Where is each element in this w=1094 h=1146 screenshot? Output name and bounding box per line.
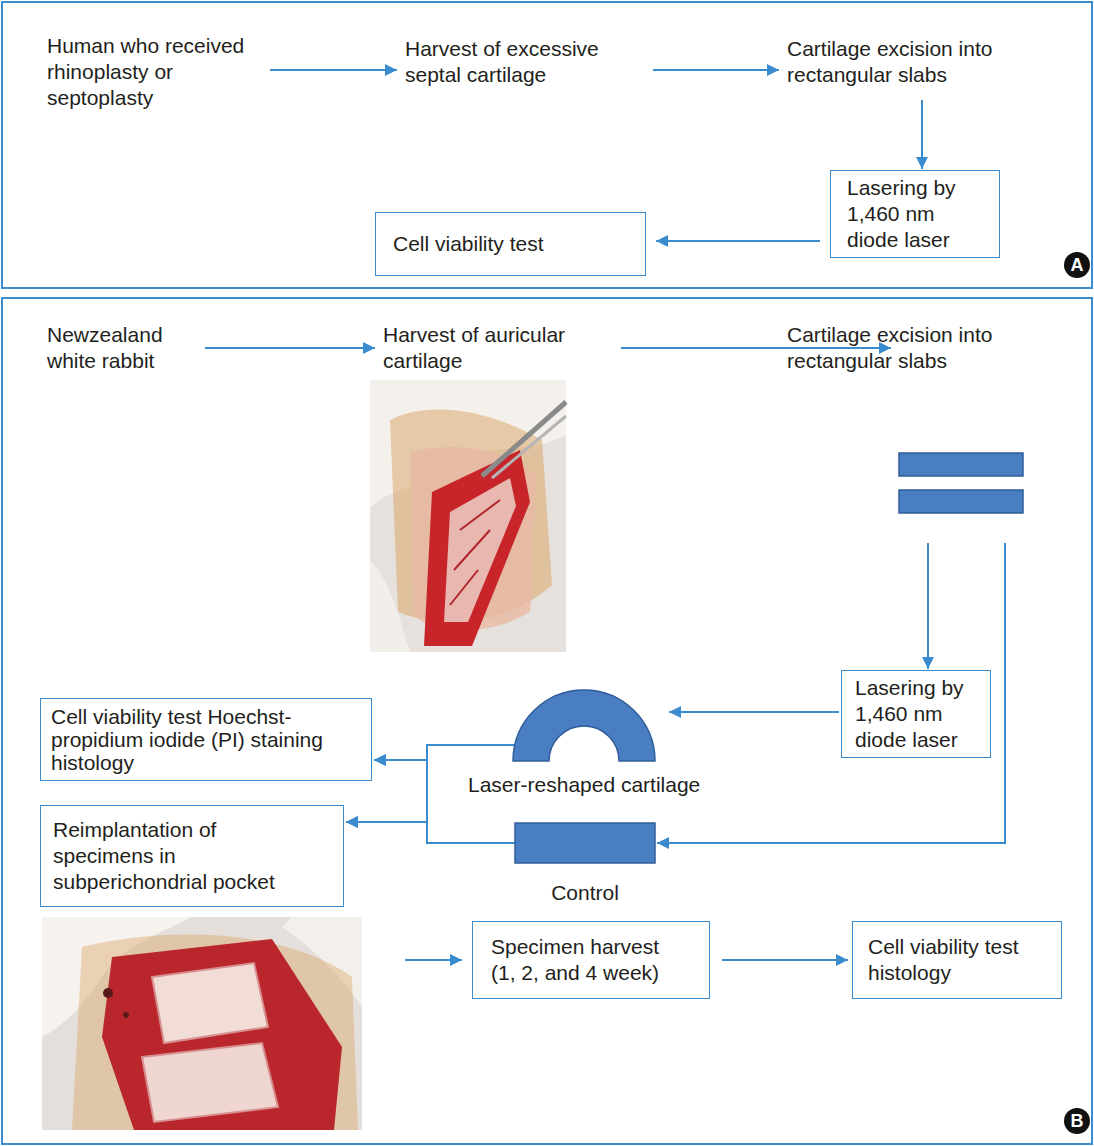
arrow-connector [657, 543, 1005, 843]
reshaped-cartilage: Laser-reshaped cartilage [468, 688, 700, 798]
arrow-connector [346, 822, 515, 843]
process-box: Specimen harvest (1, 2, and 4 week) [472, 921, 710, 999]
arrow-connector [621, 347, 891, 349]
arrow-connector [656, 240, 820, 242]
forceps [482, 402, 566, 476]
photo-ground [42, 917, 362, 1130]
node-text: Lasering by 1,460 nm diode laser [855, 675, 977, 753]
node-text: Laser-reshaped cartilage [468, 772, 700, 798]
process-box: Cell viability test [375, 212, 646, 276]
arrow-connector [270, 69, 397, 71]
arch-figure [512, 688, 656, 762]
process-box: Reimplantation of specimens in subperich… [40, 805, 344, 907]
slabs-shape [899, 453, 1023, 513]
node-text: Reimplantation of specimens in subperich… [53, 817, 293, 895]
panel-letter: A [1064, 252, 1090, 278]
arrow-connector [374, 760, 515, 843]
slab-figure [514, 822, 656, 864]
node-text: Specimen harvest (1, 2, and 4 week) [491, 934, 677, 986]
suture-mark [123, 1012, 129, 1018]
node-text: Human who received rhinoplasty or septop… [47, 33, 262, 111]
step-text: Cartilage excision into rectangular slab… [787, 322, 1027, 514]
node-text: Cartilage excision into rectangular slab… [787, 36, 1027, 88]
node-text: Cell viability test histology [868, 934, 1046, 986]
panel-frame: B Newzealand white rabbit Harvest of auric… [1, 297, 1093, 1145]
control-cartilage: Control [500, 822, 670, 906]
forceps [492, 416, 566, 478]
node-text: Control [500, 880, 670, 906]
slab-shape [899, 453, 1023, 476]
open-pocket [102, 939, 342, 1130]
arrow-connector [669, 711, 839, 713]
arrow-connector [205, 347, 375, 349]
arrow-connector [722, 959, 848, 961]
process-box: Cell viability test Hoechst-propidium io… [40, 698, 372, 781]
implanted-slab [142, 1043, 278, 1122]
suture-mark [103, 988, 113, 998]
node-text: Cell viability test Hoechst-propidium io… [51, 705, 361, 774]
ear-harvest-photo [370, 380, 566, 652]
node-text: Harvest of excessive septal cartilage [405, 36, 645, 88]
arch-shape [513, 690, 655, 761]
slabs-figure [898, 452, 1024, 514]
arrow-connector [374, 745, 515, 760]
blood-streak [450, 500, 500, 605]
step-text: Human who received rhinoplasty or septop… [47, 33, 262, 111]
step-text: Harvest of excessive septal cartilage [405, 36, 645, 88]
implanted-slab [152, 963, 268, 1043]
slab-shape [899, 490, 1023, 513]
arrow-connector [927, 543, 929, 669]
arrow-connector [653, 69, 779, 71]
step-text: Harvest of auricular cartilage [383, 322, 613, 374]
arrow-connector [921, 100, 923, 169]
panel-frame: A Human who received rhinoplasty or septo… [1, 1, 1093, 289]
step-text: Newzealand white rabbit [47, 322, 197, 374]
reimplant-photo [42, 917, 362, 1130]
photo-ground [370, 380, 566, 652]
node-text: Cell viability test [393, 231, 628, 257]
process-box: Lasering by 1,460 nm diode laser [830, 170, 1000, 258]
photo-arrow [405, 959, 462, 961]
process-box: Lasering by 1,460 nm diode laser [841, 670, 991, 758]
node-text: Cartilage excision into rectangular slab… [787, 322, 1027, 374]
node-text: Harvest of auricular cartilage [383, 322, 613, 374]
step-text: Cartilage excision into rectangular slab… [787, 36, 1027, 88]
process-box: Cell viability test histology [852, 921, 1062, 999]
incision [424, 450, 530, 646]
slab-shape [515, 823, 655, 863]
node-text: Lasering by 1,460 nm diode laser [847, 175, 983, 253]
node-text: Newzealand white rabbit [47, 322, 197, 374]
antiseptic-stain [72, 935, 358, 1130]
panel-letter: B [1064, 1108, 1090, 1134]
exposed-cartilage [444, 478, 516, 622]
